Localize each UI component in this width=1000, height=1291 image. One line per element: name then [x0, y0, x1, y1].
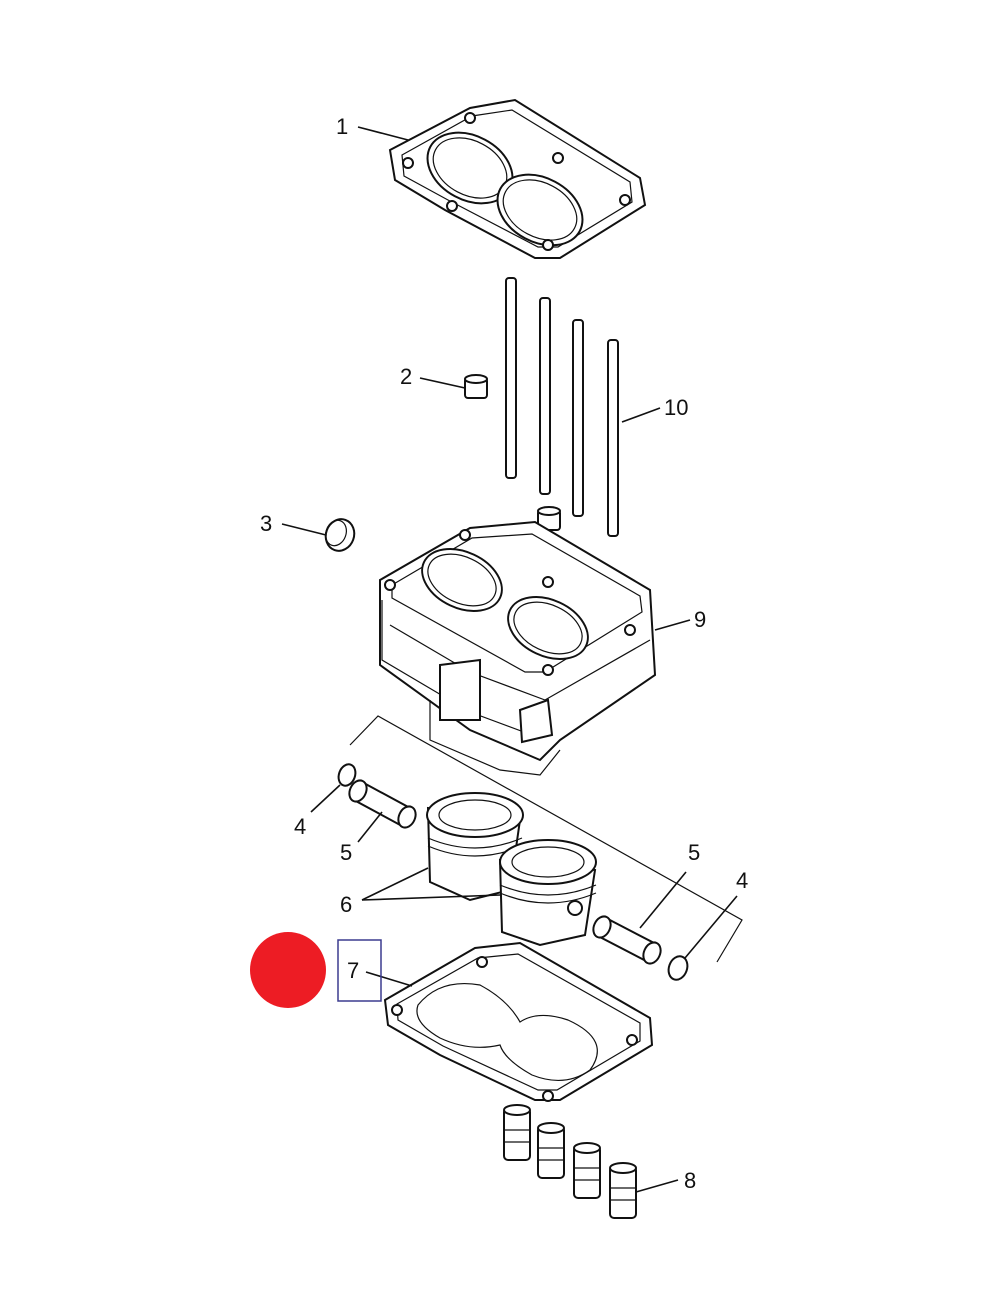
base-gasket-part	[383, 941, 654, 1102]
label-4-right: 4	[736, 868, 748, 893]
cylinder-part	[379, 520, 657, 776]
label-5-right: 5	[688, 840, 700, 865]
pin-right-part	[592, 915, 662, 965]
circlip-right-part	[667, 955, 689, 981]
red-dot-marker	[250, 932, 326, 1008]
label-9: 9	[694, 607, 706, 632]
label-2: 2	[400, 364, 412, 389]
label-3: 3	[260, 511, 272, 536]
label-7: 7	[347, 958, 359, 983]
highlight-box	[337, 939, 382, 1002]
circlip-left-part	[337, 763, 357, 787]
pistons-part	[426, 792, 597, 947]
label-5-left: 5	[340, 840, 352, 865]
plug-part	[324, 518, 356, 552]
label-1: 1	[336, 114, 348, 139]
pin-left-part	[348, 779, 417, 829]
studs-part	[505, 277, 619, 537]
sleeves-part	[503, 1104, 637, 1219]
label-10: 10	[664, 395, 688, 420]
label-6: 6	[340, 892, 352, 917]
label-4-left: 4	[294, 814, 306, 839]
label-8: 8	[684, 1168, 696, 1193]
head-gasket-part	[388, 98, 647, 259]
